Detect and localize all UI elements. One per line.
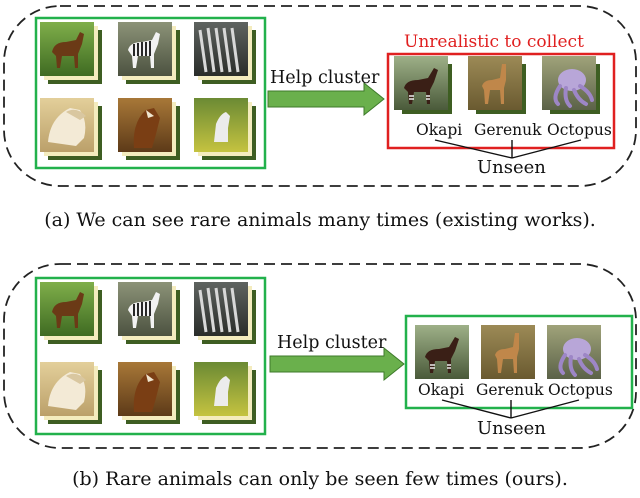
- caption-b: (b) Rare animals can only be seen few ti…: [72, 468, 568, 490]
- unseen-bracket-b: [441, 399, 580, 419]
- seen-image-stack-meadow-horse-b: [194, 362, 256, 424]
- help-cluster-arrow-a: [267, 81, 385, 117]
- help-cluster-arrow-b: [269, 346, 405, 382]
- seen-animals-box-b: [34, 276, 267, 436]
- animal-label-gerenuk-b: Gerenuk: [476, 381, 544, 399]
- animal-label-okapi-b: Okapi: [418, 381, 465, 399]
- seen-image-stack-zebra: [117, 21, 180, 84]
- seen-image-stack-white-horse: [40, 98, 102, 160]
- help-cluster-label-b: Help cluster: [277, 333, 387, 353]
- seen-animals-box: [34, 16, 267, 170]
- animal-label-okapi-a: Okapi: [416, 121, 463, 139]
- unseen-label-b: Unseen: [477, 418, 546, 439]
- animal-label-octopus-a: Octopus: [547, 121, 612, 139]
- seen-image-stack-zebra-b: [117, 281, 180, 344]
- unrealistic-to-collect-label: Unrealistic to collect: [404, 32, 584, 52]
- unseen-label-a: Unseen: [477, 157, 546, 178]
- unseen-image-stack-octopus-a: [540, 54, 600, 114]
- unseen-bracket-a: [434, 139, 582, 159]
- seen-image-stack-brown-horse: [118, 98, 180, 160]
- animal-label-gerenuk-a: Gerenuk: [474, 121, 542, 139]
- seen-image-stack-meadow-horse: [194, 98, 256, 160]
- help-cluster-label-a: Help cluster: [270, 68, 380, 88]
- unseen-image-stack-okapi-a: [393, 55, 452, 114]
- seen-image-stack-brown-horse-b: [118, 362, 180, 424]
- unseen-image-gerenuk-b: [481, 325, 535, 379]
- seen-image-stack-horse: [40, 22, 102, 84]
- seen-image-stack-zebra-closeup: [192, 20, 256, 84]
- panel-b-dashed-border: [3, 263, 637, 449]
- seen-image-stack-horse-b: [40, 282, 102, 344]
- unseen-image-stack-gerenuk-a: [468, 56, 526, 114]
- caption-a: (a) We can see rare animals many times (…: [44, 209, 596, 231]
- seen-image-stack-white-horse-b: [40, 362, 102, 424]
- few-shot-box: [404, 314, 634, 410]
- unseen-image-okapi-b: [414, 324, 470, 380]
- unseen-image-octopus-b: [545, 323, 603, 381]
- unrealistic-box: [386, 52, 616, 150]
- seen-image-stack-zebra-closeup-b: [192, 280, 256, 344]
- panel-a-dashed-border: [3, 5, 637, 187]
- animal-label-octopus-b: Octopus: [548, 381, 613, 399]
